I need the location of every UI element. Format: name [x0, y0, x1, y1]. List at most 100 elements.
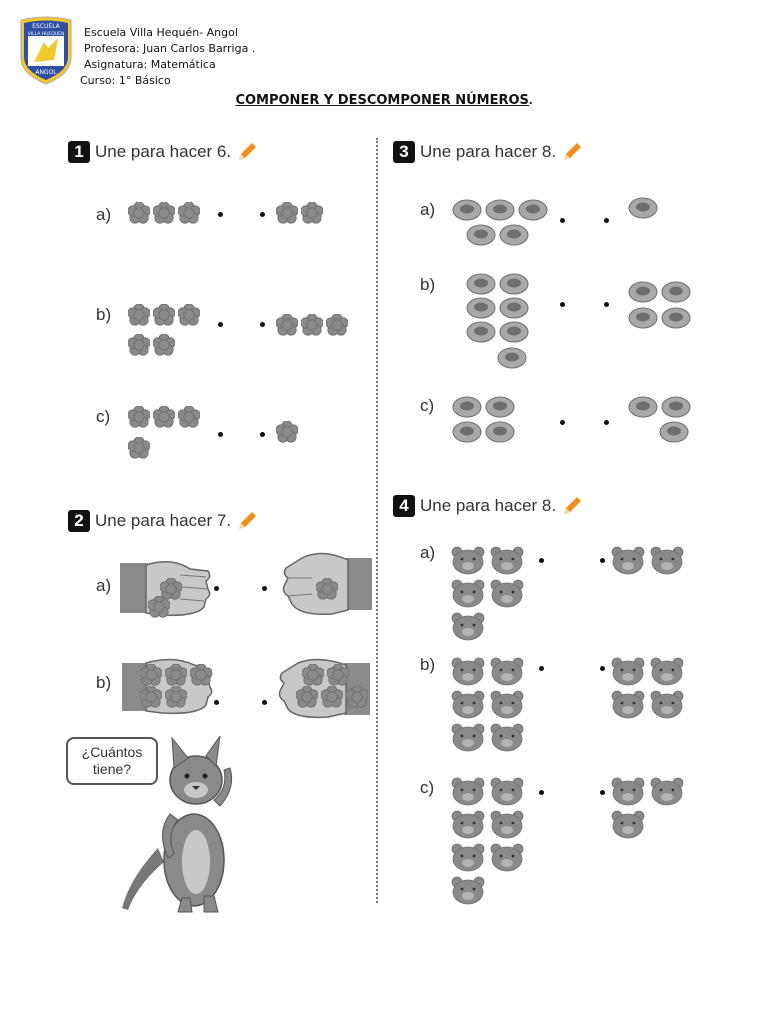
connect-dot[interactable]: [539, 558, 544, 563]
donut-group: [497, 347, 527, 369]
bear-icon: [650, 657, 684, 686]
bear-icon: [490, 657, 524, 686]
connect-dot[interactable]: [604, 420, 609, 425]
bear-group: [610, 809, 646, 839]
bear-icon: [650, 777, 684, 806]
bubble-line-1: ¿Cuántos: [81, 744, 143, 760]
page-title-suffix: .: [528, 92, 533, 107]
donut-icon: [661, 281, 691, 303]
donut-group: [452, 199, 548, 221]
connect-dot[interactable]: [260, 322, 265, 327]
connect-dot[interactable]: [560, 420, 565, 425]
bear-icon: [611, 690, 645, 719]
speech-bubble: ¿Cuántos tiene?: [66, 737, 158, 785]
flower-icon: [276, 314, 298, 336]
donut-group: [628, 197, 658, 219]
connect-dot[interactable]: [604, 218, 609, 223]
donut-icon: [452, 396, 482, 418]
connect-dot[interactable]: [262, 700, 267, 705]
bear-icon: [451, 546, 485, 575]
connect-dot[interactable]: [218, 212, 223, 217]
flower-icon: [128, 334, 150, 356]
bear-group: [610, 656, 685, 686]
pencil-icon: [236, 510, 258, 532]
flower-icon: [140, 686, 162, 708]
bear-icon: [490, 810, 524, 839]
bear-icon: [490, 843, 524, 872]
donut-icon: [661, 396, 691, 418]
bear-group: [450, 809, 525, 839]
flower-group: [148, 596, 170, 618]
connect-dot[interactable]: [218, 322, 223, 327]
bear-icon: [490, 690, 524, 719]
bear-icon: [451, 723, 485, 752]
connect-dot[interactable]: [262, 586, 267, 591]
flower-icon: [316, 578, 338, 600]
item-label: c): [420, 778, 435, 797]
subject-name: Asignatura: Matemática: [84, 58, 216, 71]
connect-dot[interactable]: [260, 432, 265, 437]
flower-icon: [128, 406, 150, 428]
donut-icon: [499, 273, 529, 295]
connect-dot[interactable]: [214, 586, 219, 591]
section-title-text: Une para hacer 8.: [420, 496, 557, 515]
flower-group: [302, 664, 349, 686]
flower-icon: [326, 314, 348, 336]
flower-icon: [153, 406, 175, 428]
section-number-badge: 1: [68, 141, 90, 163]
donut-icon: [499, 297, 529, 319]
bear-icon: [490, 777, 524, 806]
school-logo: ESCUELA VILLA HUEQUEN ANGOL: [18, 14, 74, 86]
flower-group: [128, 202, 200, 224]
flower-icon: [178, 304, 200, 326]
teacher-name: Profesora: Juan Carlos Barriga .: [84, 42, 256, 55]
pencil-icon: [561, 141, 583, 163]
section-number-badge: 3: [393, 141, 415, 163]
flower-icon: [165, 664, 187, 686]
connect-dot[interactable]: [604, 302, 609, 307]
connect-dot[interactable]: [539, 790, 544, 795]
bear-icon: [611, 546, 645, 575]
donut-icon: [466, 224, 496, 246]
connect-dot[interactable]: [600, 666, 605, 671]
flower-icon: [178, 406, 200, 428]
section-number-badge: 2: [68, 510, 90, 532]
bear-icon: [451, 690, 485, 719]
donut-group: [466, 273, 529, 295]
logo-text-top: ESCUELA: [32, 23, 60, 30]
flower-icon: [321, 686, 343, 708]
donut-group: [659, 421, 689, 443]
connect-dot[interactable]: [560, 218, 565, 223]
connect-dot[interactable]: [218, 432, 223, 437]
item-label: c): [420, 396, 435, 415]
connect-dot[interactable]: [260, 212, 265, 217]
connect-dot[interactable]: [600, 558, 605, 563]
donut-group: [628, 396, 691, 418]
bear-icon: [490, 546, 524, 575]
donut-group: [466, 321, 529, 343]
donut-icon: [485, 421, 515, 443]
flower-group: [316, 578, 338, 600]
donut-icon: [466, 297, 496, 319]
item-label: b): [420, 655, 436, 674]
donut-icon: [466, 273, 496, 295]
item-label: b): [96, 305, 112, 324]
connect-dot[interactable]: [600, 790, 605, 795]
bear-icon: [451, 876, 485, 905]
item-label: a): [420, 543, 436, 562]
donut-icon: [497, 347, 527, 369]
bear-group: [450, 611, 486, 641]
bear-icon: [490, 723, 524, 752]
donut-icon: [499, 321, 529, 343]
bear-group: [610, 776, 685, 806]
flower-group: [128, 437, 150, 459]
connect-dot[interactable]: [214, 700, 219, 705]
connect-dot[interactable]: [560, 302, 565, 307]
flower-group: [296, 686, 368, 708]
flower-icon: [148, 596, 170, 618]
donut-icon: [466, 321, 496, 343]
section-2-title: 2 Une para hacer 7.: [68, 510, 258, 532]
donut-group: [466, 224, 529, 246]
connect-dot[interactable]: [539, 666, 544, 671]
item-label: b): [96, 673, 112, 692]
